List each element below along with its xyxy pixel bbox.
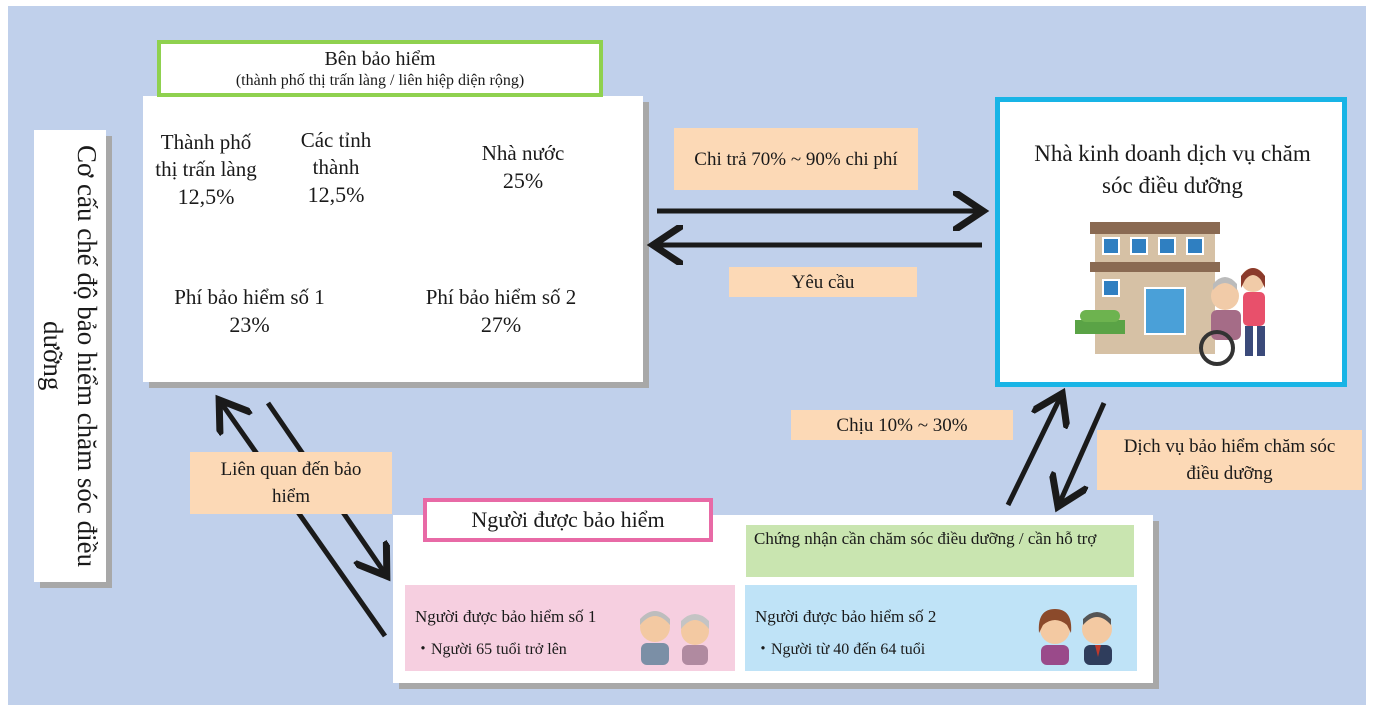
system-title: Cơ cấu chế độ bảo hiểm chăm sóc điều dưỡ… <box>34 130 106 582</box>
group-2-desc: ・Người từ 40 đến 64 tuổi <box>755 641 926 658</box>
cell-label: Các tỉnh thành <box>300 127 372 179</box>
request-label: Yêu cầu <box>729 267 917 297</box>
elderly-couple-icon <box>640 611 709 665</box>
care-facility-icon <box>1075 222 1265 366</box>
insurer-cell-municipality: Thành phố thị trấn làng 12,5% <box>143 97 269 237</box>
provider-title: Nhà kinh doanh dịch vụ chăm sóc điều dưỡ… <box>1034 141 1311 198</box>
insurer-header: Bên bảo hiểm (thành phố thị trấn làng / … <box>157 40 603 97</box>
insurer-cell-prefecture: Các tỉnh thành 12,5% <box>272 97 400 237</box>
insured-group-2: Người được bảo hiểm số 2 ・Người từ 40 đế… <box>745 585 1137 671</box>
insurer-subtitle: (thành phố thị trấn làng / liên hiệp diệ… <box>235 71 525 89</box>
insurer-cell-premium-1: Phí bảo hiểm số 1 23% <box>143 240 356 382</box>
copay-arrow <box>1005 398 1060 507</box>
relation-arrow-up <box>222 404 388 638</box>
insured-group-1: Người được bảo hiểm số 1 ・Người 65 tuổi … <box>405 585 735 671</box>
cell-label: Thành phố thị trấn làng <box>155 129 257 181</box>
service-label: Dịch vụ bảo hiểm chăm sóc điều dưỡng <box>1097 430 1362 490</box>
cell-percent: 27% <box>480 312 522 337</box>
insurer-title: Bên bảo hiểm <box>324 47 436 70</box>
service-arrow <box>1060 401 1107 502</box>
cell-label: Nhà nước <box>481 141 565 165</box>
cell-percent: 25% <box>502 168 544 193</box>
cell-percent: 12,5% <box>307 181 365 207</box>
insured-title: Người được bảo hiểm <box>423 498 713 542</box>
group-1-name: Người được bảo hiểm số 1 <box>415 607 597 626</box>
group-2-name: Người được bảo hiểm số 2 <box>755 607 937 626</box>
payment-label: Chi trả 70% ~ 90% chi phí <box>674 128 918 190</box>
insurance-relation-label: Liên quan đến bảo hiểm <box>190 452 392 514</box>
cell-percent: 12,5% <box>177 183 235 209</box>
insurer-cell-premium-2: Phí bảo hiểm số 2 27% <box>359 240 643 382</box>
cell-percent: 23% <box>229 312 270 337</box>
cell-label: Phí bảo hiểm số 1 <box>174 285 325 309</box>
certification-label: Chứng nhận cần chăm sóc điều dưỡng / cần… <box>746 525 1134 577</box>
middle-aged-couple-icon <box>1038 609 1112 665</box>
copay-label: Chịu 10% ~ 30% <box>791 410 1013 440</box>
insurer-cell-state: Nhà nước 25% <box>403 97 643 237</box>
cell-label: Phí bảo hiểm số 2 <box>425 285 577 309</box>
group-1-desc: ・Người 65 tuổi trở lên <box>415 641 567 658</box>
